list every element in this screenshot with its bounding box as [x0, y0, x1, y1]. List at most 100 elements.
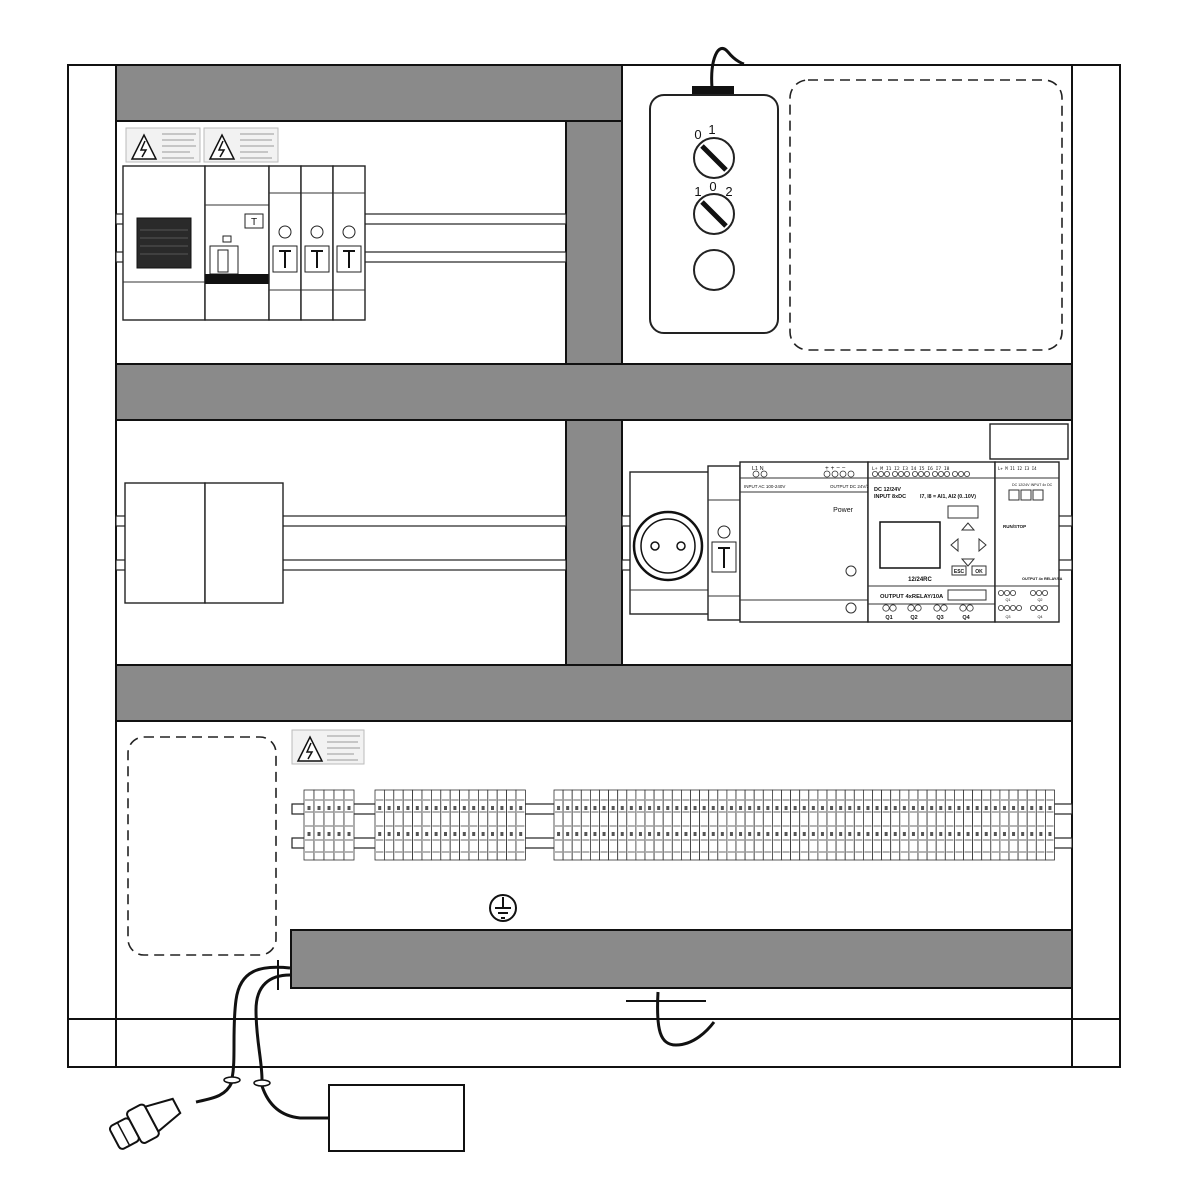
terminal-block [790, 789, 801, 861]
mcb-3 [332, 165, 366, 321]
terminal-block [599, 789, 610, 861]
terminal-box-2 [204, 482, 284, 604]
supply-cable-1 [230, 965, 291, 1079]
terminal-block [1017, 789, 1028, 861]
logo-input-label: INPUT 8xDC [874, 494, 906, 500]
rcd-breaker: T [204, 165, 270, 321]
logo-analog-label: I7, I8 = AI1, AI2 (0..10V) [920, 494, 976, 500]
wire-ducts [115, 64, 1073, 989]
din-socket [629, 471, 711, 615]
logo-q1: Q1 [885, 615, 892, 621]
relay-module [989, 423, 1069, 460]
psu-input-label: INPUT AC 100-240V [744, 484, 785, 489]
psu-output-terminals: + + − − [825, 465, 846, 472]
terminal-block [402, 789, 414, 861]
terminal-block [449, 789, 461, 861]
terminal-block [635, 789, 646, 861]
warning-label-3 [291, 729, 365, 765]
logo-output-label: OUTPUT 4xRELAY/10A [880, 594, 944, 600]
vertical-duct-lower [565, 419, 623, 666]
terminal-block [863, 789, 873, 861]
terminal-block [690, 789, 701, 861]
din-rail-middle-left [115, 515, 567, 527]
middle-right-panel: L1 N + + − − INPUT AC 100-240V OUTPUT DC… [621, 423, 1073, 623]
logo-nav-buttons [950, 522, 987, 567]
terminal-block [808, 789, 819, 861]
door-cable [656, 991, 716, 1047]
terminal-block [935, 789, 946, 861]
terminal-block [881, 789, 892, 861]
mcb-2 [300, 165, 334, 321]
terminal-block [1026, 789, 1037, 861]
switch2-pos-b: 0 [709, 179, 716, 194]
lower-panel [108, 729, 1073, 1152]
terminal-block [506, 789, 517, 861]
terminal-block [981, 789, 992, 861]
terminal-block [421, 789, 432, 861]
terminal-block [908, 789, 919, 861]
svg-text:T: T [251, 217, 257, 228]
expansion-run-label: RUN/STOP [1003, 524, 1026, 529]
terminal-block [726, 789, 737, 861]
logo-esc-label: ESC [954, 569, 965, 575]
switch2-pos-a: 1 [694, 184, 701, 199]
terminal-rail-assembly [291, 789, 1073, 861]
terminal-block [653, 789, 664, 861]
warning-label-1 [125, 127, 201, 163]
terminal-block [744, 789, 755, 861]
logo-base-module: L+ M I1 I2 I3 I4 I5 I6 I7 I8 DC 12/24V I… [867, 461, 996, 623]
expansion-q4: Q4 [1037, 615, 1042, 619]
terminal-block [954, 789, 964, 861]
selector-switch-1: 0 1 [693, 122, 735, 179]
terminal-block [553, 789, 564, 861]
main-switch [122, 165, 206, 321]
terminal-block [617, 789, 628, 861]
terminal-block [972, 789, 983, 861]
expansion-q1: Q1 [1005, 598, 1010, 602]
push-button [693, 249, 735, 291]
mcb-1 [268, 165, 302, 321]
terminal-block [313, 789, 325, 861]
logo-model-label: 12/24RC [908, 577, 932, 583]
fuse-holder [707, 465, 741, 621]
cee-plug [108, 1097, 182, 1150]
horizontal-duct-middle [115, 363, 1073, 421]
psu-led [845, 565, 857, 577]
power-supply: L1 N + + − − INPUT AC 100-240V OUTPUT DC… [739, 461, 876, 623]
horizontal-duct-lower [115, 664, 1073, 722]
terminal-block [671, 789, 682, 861]
expansion-q2: Q2 [1037, 598, 1042, 602]
terminal-block [826, 789, 837, 861]
terminal-block [762, 789, 773, 861]
terminal-block [562, 789, 573, 861]
terminal-block [590, 789, 600, 861]
terminal-block [580, 789, 591, 861]
bottom-crossbar [115, 1018, 1073, 1068]
terminal-block [393, 789, 404, 861]
psu-output-label: OUTPUT DC 24V/2,5A [830, 484, 876, 489]
expansion-q3: Q3 [1005, 615, 1010, 619]
plug-cable [195, 1081, 234, 1104]
selector-switch-2: 1 0 2 [693, 179, 735, 235]
terminal-block [917, 789, 928, 861]
logo-input-terminals: L+ M I1 I2 I3 I4 I5 I6 I7 I8 [872, 466, 950, 472]
right-post [1071, 64, 1121, 1068]
terminal-block [872, 789, 883, 861]
bottom-duct [290, 929, 1073, 989]
switch2-pos-c: 2 [725, 184, 732, 199]
upper-right-panel: 0 1 1 0 2 [649, 46, 1063, 351]
switch1-pos-b: 1 [708, 122, 715, 137]
expansion-output-label: OUTPUT 4x RELAY/5A [1022, 577, 1063, 581]
terminal-block [487, 789, 498, 861]
logo-ok-label: OK [975, 569, 983, 575]
terminal-block [412, 789, 423, 861]
psu-adjust-pot [845, 602, 857, 614]
terminal-block [899, 789, 910, 861]
terminal-block [717, 789, 728, 861]
terminal-block [468, 789, 479, 861]
logo-expansion-module: L+ M I1 I2 I3 I4 DC 12/24V INPUT 4x DC R… [994, 461, 1063, 623]
terminal-block [333, 789, 345, 861]
terminal-block [890, 789, 901, 861]
terminal-block [926, 789, 937, 861]
